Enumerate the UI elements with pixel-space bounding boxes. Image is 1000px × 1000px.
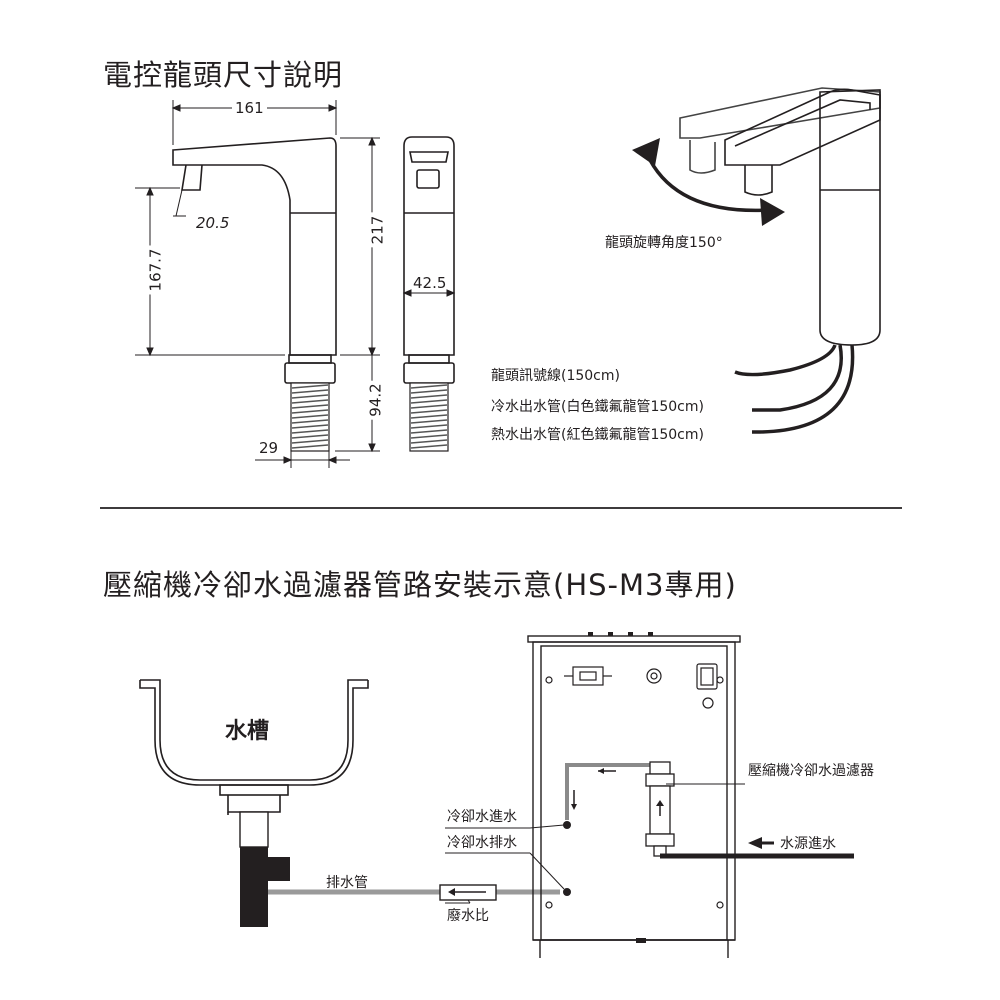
filter-label: 壓縮機冷卻水過濾器 <box>748 763 874 779</box>
section2-title: 壓縮機冷卻水過濾器管路安裝示意(HS-M3專用) <box>103 568 737 602</box>
water-source-label: 水源進水 <box>780 836 836 852</box>
cooling-in-label: 冷卻水進水 <box>447 809 517 825</box>
tube-label-cold: 冷水出水管(白色鐵氟龍管150cm) <box>491 399 704 415</box>
waste-ratio-label: 廢水比 <box>447 908 489 924</box>
cooling-out-label: 冷卻水排水 <box>447 835 517 851</box>
dim-161: 161 <box>232 100 267 116</box>
dim-29: 29 <box>259 439 279 457</box>
section1-title: 電控龍頭尺寸說明 <box>103 58 344 92</box>
drain-pipe-label: 排水管 <box>326 875 368 891</box>
tube-label-signal: 龍頭訊號線(150cm) <box>491 368 620 384</box>
dim-42-5: 42.5 <box>413 274 447 292</box>
dim-20-5: 20.5 <box>196 214 230 232</box>
rotation-label: 龍頭旋轉角度150° <box>605 235 723 251</box>
sink-label: 水槽 <box>225 719 270 744</box>
tube-label-hot: 熱水出水管(紅色鐵氟龍管150cm) <box>491 427 704 443</box>
